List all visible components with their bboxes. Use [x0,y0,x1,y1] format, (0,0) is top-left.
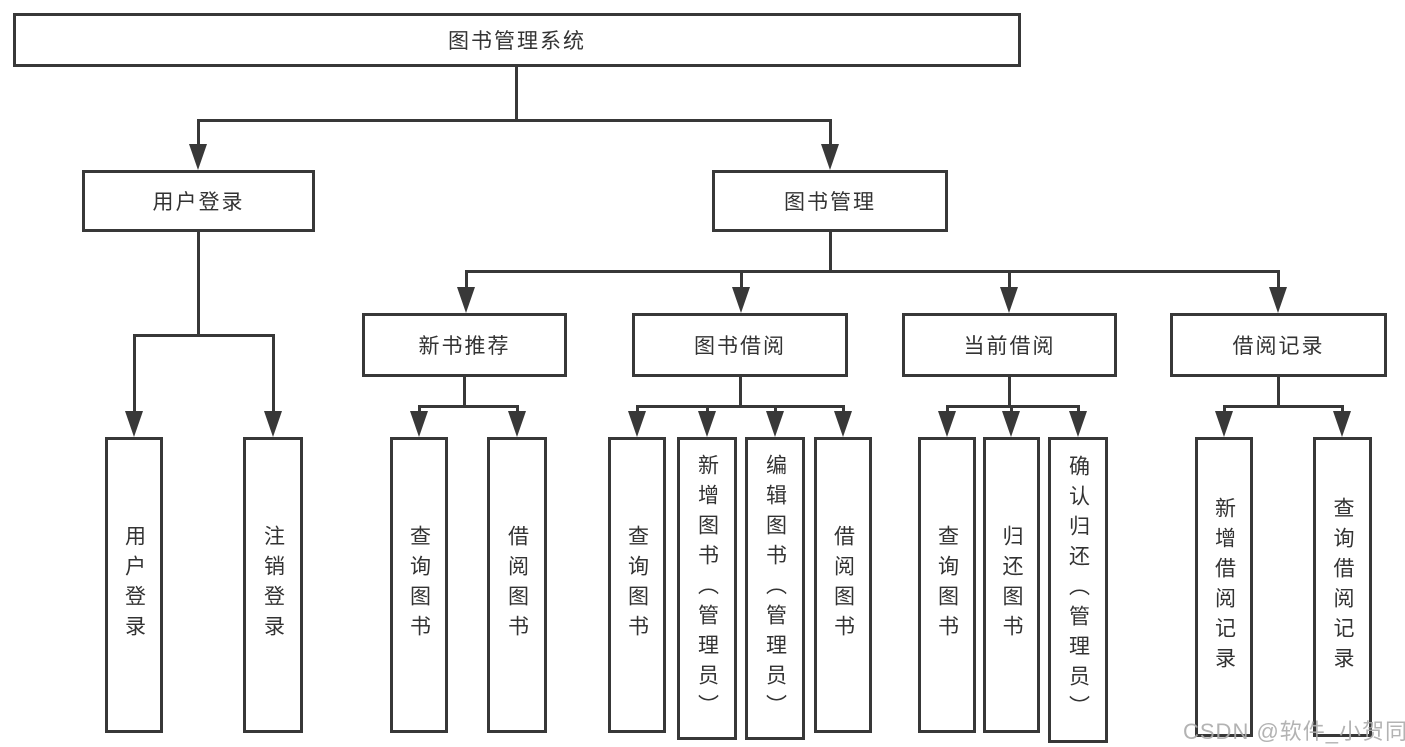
arrow-down-icon [821,144,839,170]
arrow-down-icon [1000,287,1018,313]
connector-root-stem [515,67,518,120]
connector-user-login-stem [197,232,200,336]
arrow-down-icon [410,411,428,437]
arrow-down-icon [1269,287,1287,313]
connector-to-current-borrow [1008,270,1011,290]
node-new-book-recommendation: 新书推荐 [362,313,567,377]
connector-borrow-records-branch [1223,405,1344,408]
arrow-down-icon [1215,411,1233,437]
leaf-query-book-current: 查询图书 [918,437,976,733]
node-label: 当前借阅 [963,335,1056,358]
leaf-user-login: 用户登录 [105,437,163,733]
leaf-query-book-borrowing: 查询图书 [608,437,666,733]
arrow-down-icon [698,411,716,437]
leaf-query-book-newbook: 查询图书 [390,437,448,733]
node-label: 新书推荐 [418,335,511,358]
connector-book-management-stem [829,232,832,272]
node-label: 用户登录 [152,191,245,214]
node-book-management: 图书管理 [712,170,948,232]
leaf-borrow-book-borrowing: 借阅图书 [814,437,872,733]
leaf-label: 查询借阅记录 [1331,497,1354,677]
connector-to-leaf [272,334,275,414]
node-label: 图书借阅 [694,335,786,358]
node-library-management-system: 图书管理系统 [13,13,1021,67]
leaf-edit-book-admin: 编辑图书（管理员） [745,437,805,740]
leaf-label: 编辑图书（管理员） [763,453,787,724]
csdn-watermark: CSDN @软件_小贺同学 [1183,719,1405,744]
arrow-down-icon [125,411,143,437]
connector-book-management-branch [465,270,1280,273]
node-user-login: 用户登录 [82,170,315,232]
leaf-label: 借阅图书 [505,525,529,645]
leaf-label: 注销登录 [261,525,285,645]
node-label: 图书管理 [784,191,876,214]
connector-root-branch [197,119,832,122]
arrow-down-icon [766,411,784,437]
arrow-down-icon [938,411,956,437]
arrow-down-icon [264,411,282,437]
node-label: 图书管理系统 [448,30,586,53]
node-current-borrowing: 当前借阅 [902,313,1117,377]
node-book-borrowing: 图书借阅 [632,313,848,377]
leaf-logout: 注销登录 [243,437,303,733]
leaf-add-book-admin: 新增图书（管理员） [677,437,737,740]
leaf-add-borrow-record: 新增借阅记录 [1195,437,1253,737]
node-label: 借阅记录 [1232,335,1325,358]
arrow-down-icon [457,287,475,313]
leaf-label: 确认归还（管理员） [1066,455,1090,725]
connector-book-borrow-stem [739,377,742,407]
connector-new-book-branch [418,405,519,408]
connector-to-new-book [465,270,468,290]
leaf-query-borrow-record: 查询借阅记录 [1313,437,1372,737]
leaf-label: 新增借阅记录 [1212,497,1236,677]
connector-to-leaf [133,334,136,414]
arrow-down-icon [732,287,750,313]
connector-to-book-management [829,119,832,149]
arrow-down-icon [628,411,646,437]
leaf-label: 查询图书 [625,525,649,645]
leaf-label: 查询图书 [935,525,959,645]
arrow-down-icon [508,411,526,437]
leaf-borrow-book-newbook: 借阅图书 [487,437,547,733]
leaf-label: 归还图书 [1000,525,1023,645]
connector-new-book-stem [463,377,466,407]
connector-current-borrow-stem [1008,377,1011,407]
leaf-return-book: 归还图书 [983,437,1040,733]
connector-book-borrow-branch [636,405,844,408]
arrow-down-icon [1333,411,1351,437]
arrow-down-icon [189,144,207,170]
connector-borrow-records-stem [1277,377,1280,407]
node-borrowing-records: 借阅记录 [1170,313,1387,377]
arrow-down-icon [1069,411,1087,437]
connector-to-borrow-records [1277,270,1280,290]
leaf-label: 新增图书（管理员） [695,453,719,724]
leaf-label: 查询图书 [407,525,431,645]
leaf-label: 用户登录 [122,525,146,645]
connector-to-book-borrow [740,270,743,290]
connector-user-login-branch [133,334,274,337]
leaf-confirm-return-admin: 确认归还（管理员） [1048,437,1108,743]
connector-to-user-login [197,119,200,149]
arrow-down-icon [1002,411,1020,437]
leaf-label: 借阅图书 [831,525,855,645]
arrow-down-icon [834,411,852,437]
